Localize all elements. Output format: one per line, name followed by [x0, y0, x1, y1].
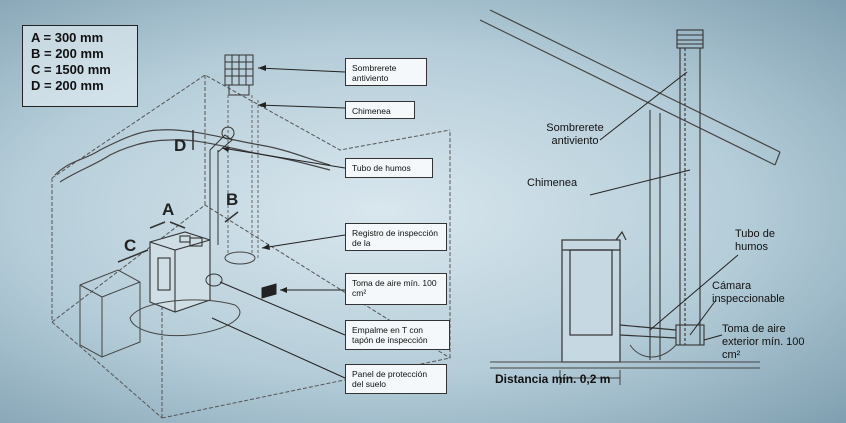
chimney-right — [675, 29, 705, 346]
callout-toma-aire: Toma de aire mín. 100 cm² — [345, 273, 447, 305]
legend-line-d: D = 200 mm — [31, 78, 104, 93]
legend-line-c: C = 1500 mm — [31, 62, 111, 77]
furniture-box — [79, 269, 141, 358]
callout-registro: Registro de inspección de la — [345, 223, 447, 251]
room-drawing — [51, 74, 451, 419]
roof-right — [479, 9, 781, 360]
callout-panel: Panel de protección del suelo — [345, 364, 447, 394]
stove-right — [561, 230, 677, 363]
dimension-letter-d: D — [174, 136, 187, 155]
floor-panel — [129, 299, 241, 337]
callout-empalme: Empalme en T con tapón de inspección — [345, 320, 450, 350]
legend-line-b: B = 200 mm — [31, 46, 104, 61]
flue-pipe-left — [209, 126, 235, 245]
chimney-left — [227, 95, 259, 260]
ground-right — [490, 344, 760, 385]
stove-left — [149, 231, 211, 313]
label-camara-right: Cámara inspeccionable — [712, 280, 785, 305]
label-chimenea-right: Chimenea — [527, 177, 578, 189]
callout-tubo-humos: Tubo de humos — [345, 158, 433, 178]
callout-sombrerete: Sombrerete antiviento — [345, 58, 427, 86]
dimension-letter-b: B — [226, 190, 239, 209]
legend-line-a: A = 300 mm — [31, 30, 104, 45]
label-distancia-right: Distancia mín. 0,2 m — [495, 372, 611, 386]
label-toma-aire-right: Toma de aire exterior mín. 100 cm² — [722, 323, 805, 361]
label-tubo-humos-right: Tubo de humos — [735, 228, 775, 253]
dimension-letter-a: A — [162, 200, 175, 219]
chimney-cap-left — [224, 54, 254, 96]
dimension-letter-c: C — [124, 236, 137, 255]
callout-arrows — [211, 67, 346, 379]
label-sombrerete-right: Sombrerete antiviento — [546, 122, 604, 147]
callout-chimenea: Chimenea — [345, 101, 415, 119]
dimension-legend: A = 300 mm B = 200 mm C = 1500 mm D = 20… — [22, 25, 138, 107]
air-grille-left — [261, 283, 277, 299]
